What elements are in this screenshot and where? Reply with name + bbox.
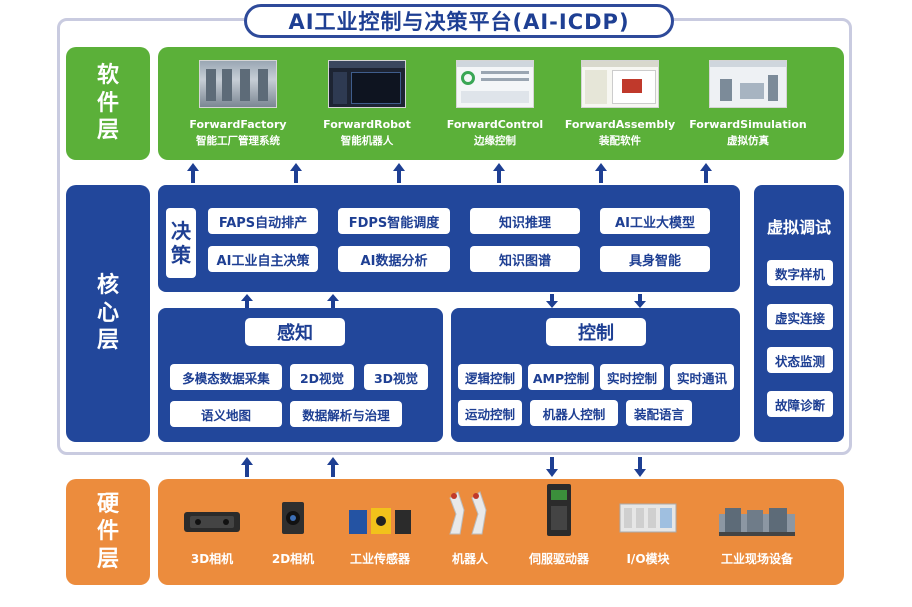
hardware-item[interactable]: I/O模块 (598, 484, 698, 579)
decision-item[interactable]: FAPS自动排产 (208, 208, 318, 234)
arrow-up-icon (700, 163, 712, 183)
arrow-up-icon (241, 294, 253, 308)
decision-panel (158, 185, 740, 292)
arrow-up-icon (290, 163, 302, 183)
arrow-down-icon (634, 457, 646, 477)
virtual-debug-item[interactable]: 虚实连接 (767, 304, 833, 330)
decision-item[interactable]: FDPS智能调度 (338, 208, 450, 234)
hardware-item[interactable]: 工业传感器 (330, 484, 430, 579)
arrow-up-icon (327, 294, 339, 308)
arrow-up-icon (187, 163, 199, 183)
decision-item[interactable]: 知识推理 (470, 208, 580, 234)
arrow-up-icon (595, 163, 607, 183)
software-item-simulation[interactable]: ForwardSimulation 虚拟仿真 (683, 60, 813, 160)
perception-item[interactable]: 2D视觉 (290, 364, 354, 390)
factory-screenshot-icon (199, 60, 277, 108)
software-item-factory[interactable]: ForwardFactory 智能工厂管理系统 (173, 60, 303, 160)
decision-label: 决 策 (166, 208, 196, 278)
control-item[interactable]: 运动控制 (458, 400, 522, 426)
hardware-item[interactable]: 工业现场设备 (702, 484, 812, 579)
hardware-item[interactable]: 2D相机 (243, 484, 343, 579)
virtual-debug-title: 虚拟调试 (766, 218, 831, 237)
control-item[interactable]: AMP控制 (528, 364, 594, 390)
software-item-assembly[interactable]: ForwardAssembly 装配软件 (555, 60, 685, 160)
control-item[interactable]: 逻辑控制 (458, 364, 522, 390)
decision-item[interactable]: 知识图谱 (470, 246, 580, 272)
perception-item[interactable]: 3D视觉 (364, 364, 428, 390)
arrow-up-icon (393, 163, 405, 183)
hardware-item[interactable]: 机器人 (420, 484, 520, 579)
page-title: AI工业控制与决策平台(AI-ICDP) (244, 4, 674, 38)
2d-camera-icon (248, 484, 338, 538)
control-title: 控制 (546, 318, 646, 346)
hardware-layer-label: 硬 件 层 (66, 479, 150, 585)
arrow-down-icon (634, 294, 646, 308)
decision-item[interactable]: 具身智能 (600, 246, 710, 272)
virtual-debug-item[interactable]: 数字样机 (767, 260, 833, 286)
io-module-icon (603, 484, 693, 538)
virtual-debug-item[interactable]: 状态监测 (767, 347, 833, 373)
field-equipment-icon (712, 484, 802, 538)
3d-camera-icon (167, 484, 257, 538)
servo-drive-icon (514, 484, 604, 538)
arrow-up-icon (241, 457, 253, 477)
control-item[interactable]: 机器人控制 (530, 400, 618, 426)
perception-item[interactable]: 数据解析与治理 (290, 401, 402, 427)
arrow-up-icon (493, 163, 505, 183)
decision-item[interactable]: AI工业自主决策 (208, 246, 318, 272)
hardware-item[interactable]: 3D相机 (162, 484, 262, 579)
control-screenshot-icon (456, 60, 534, 108)
control-item[interactable]: 装配语言 (626, 400, 692, 426)
software-item-control[interactable]: ForwardControl 边缘控制 (430, 60, 560, 160)
decision-item[interactable]: AI数据分析 (338, 246, 450, 272)
industrial-sensor-icon (335, 484, 425, 538)
hardware-item[interactable]: 伺服驱动器 (509, 484, 609, 579)
assembly-screenshot-icon (581, 60, 659, 108)
software-item-robot[interactable]: ForwardRobot 智能机器人 (302, 60, 432, 160)
robot-screenshot-icon (328, 60, 406, 108)
robot-arm-icon (425, 484, 515, 538)
arrow-up-icon (327, 457, 339, 477)
perception-item[interactable]: 多模态数据采集 (170, 364, 282, 390)
virtual-debug-item[interactable]: 故障诊断 (767, 391, 833, 417)
decision-item[interactable]: AI工业大模型 (600, 208, 710, 234)
arrow-down-icon (546, 457, 558, 477)
control-item[interactable]: 实时控制 (600, 364, 664, 390)
software-layer-label: 软 件 层 (66, 47, 150, 160)
perception-title: 感知 (245, 318, 345, 346)
core-layer-label: 核 心 层 (66, 185, 150, 442)
control-item[interactable]: 实时通讯 (670, 364, 734, 390)
perception-item[interactable]: 语义地图 (170, 401, 282, 427)
arrow-down-icon (546, 294, 558, 308)
simulation-screenshot-icon (709, 60, 787, 108)
